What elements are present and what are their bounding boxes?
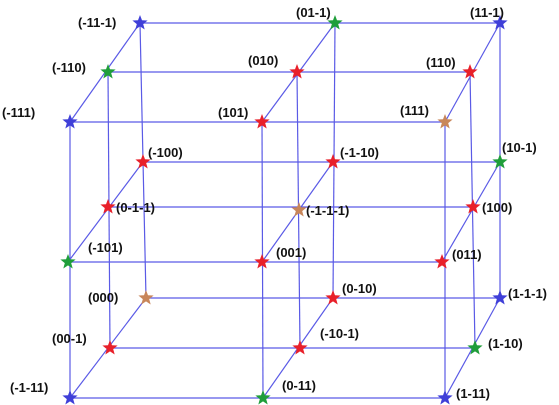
star-icon xyxy=(292,340,308,355)
node-label: (1-11) xyxy=(456,386,490,401)
node-n21: (1-1-1) xyxy=(492,286,547,305)
node-n11: (-1-10) xyxy=(325,145,379,169)
node-n24: (1-10) xyxy=(467,336,523,355)
star-icon xyxy=(437,390,453,405)
node-label: (1-10) xyxy=(488,336,523,351)
node-n20: (0-10) xyxy=(325,281,377,305)
node-n12: (10-1) xyxy=(492,140,537,169)
node-label: (101) xyxy=(218,105,248,120)
node-n2: (01-1) xyxy=(296,5,343,30)
star-icon xyxy=(325,290,341,305)
star-icon xyxy=(492,290,508,305)
node-n7: (-111) xyxy=(2,105,78,129)
node-label: (-110) xyxy=(52,60,86,75)
node-label: (-100) xyxy=(148,145,183,160)
node-label: (10-1) xyxy=(502,140,537,155)
star-icon xyxy=(254,254,270,269)
node-label: (010) xyxy=(248,53,278,68)
node-label: (-10-1) xyxy=(320,326,359,341)
node-n3: (11-1) xyxy=(470,5,508,30)
star-icon xyxy=(102,340,118,355)
node-label: (000) xyxy=(88,290,118,305)
star-icon xyxy=(327,15,343,30)
star-icon xyxy=(434,254,450,269)
star-icon xyxy=(462,64,478,79)
star-icon xyxy=(138,290,154,305)
star-icon xyxy=(62,390,78,405)
star-icon xyxy=(60,254,76,269)
star-icon xyxy=(291,202,307,217)
node-label: (0-11) xyxy=(282,378,316,393)
node-label: (-1-1-1) xyxy=(306,203,349,218)
star-icon xyxy=(100,64,116,79)
node-n4: (-110) xyxy=(52,60,116,79)
node-label: (111) xyxy=(400,103,429,118)
node-n22: (00-1) xyxy=(52,331,118,355)
node-n26: (0-11) xyxy=(255,378,316,405)
node-label: (-1-11) xyxy=(10,380,48,395)
node-label: (001) xyxy=(276,245,306,260)
node-label: (00-1) xyxy=(52,331,87,346)
node-label: (110) xyxy=(426,55,456,70)
node-n9: (111) xyxy=(400,103,453,129)
node-label: (-111) xyxy=(2,105,35,120)
star-icon xyxy=(437,114,453,129)
node-n23: (-10-1) xyxy=(292,326,359,355)
node-n27: (1-11) xyxy=(437,386,490,405)
node-n17: (001) xyxy=(254,245,306,269)
node-label: (-1-10) xyxy=(340,145,379,160)
star-icon xyxy=(135,154,151,169)
node-label: (0-1-1) xyxy=(116,200,155,215)
node-label: (-11-1) xyxy=(78,15,116,30)
star-icon xyxy=(325,154,341,169)
node-label: (11-1) xyxy=(470,5,504,20)
star-icon xyxy=(492,15,508,30)
node-n25: (-1-11) xyxy=(10,380,78,405)
node-n15: (100) xyxy=(465,199,512,215)
node-label: (-101) xyxy=(88,240,123,255)
node-label: (100) xyxy=(482,200,512,215)
node-n14: (-1-1-1) xyxy=(291,202,349,218)
node-n8: (101) xyxy=(218,105,270,129)
node-n16: (-101) xyxy=(60,240,123,269)
star-icon xyxy=(100,199,116,214)
star-icon xyxy=(467,340,483,355)
star-icon xyxy=(465,199,481,214)
star-icon xyxy=(255,390,271,405)
node-n6: (110) xyxy=(426,55,478,79)
node-n19: (000) xyxy=(88,290,154,305)
node-n13: (0-1-1) xyxy=(100,199,155,215)
star-icon xyxy=(289,64,305,79)
node-n5: (010) xyxy=(248,53,305,79)
star-icon xyxy=(492,154,508,169)
node-label: (0-10) xyxy=(342,281,377,296)
star-icon xyxy=(132,15,148,30)
node-n18: (011) xyxy=(434,247,482,269)
node-label: (011) xyxy=(452,247,482,262)
edge xyxy=(441,161,501,263)
lattice-nodes: (-11-1) (01-1) (11-1) (-110) (010) (110)… xyxy=(2,5,547,405)
node-n1: (-11-1) xyxy=(78,15,148,30)
star-icon xyxy=(254,114,270,129)
star-icon xyxy=(62,114,78,129)
node-label: (01-1) xyxy=(296,5,331,20)
node-n10: (-100) xyxy=(135,145,183,169)
node-label: (1-1-1) xyxy=(508,286,547,301)
